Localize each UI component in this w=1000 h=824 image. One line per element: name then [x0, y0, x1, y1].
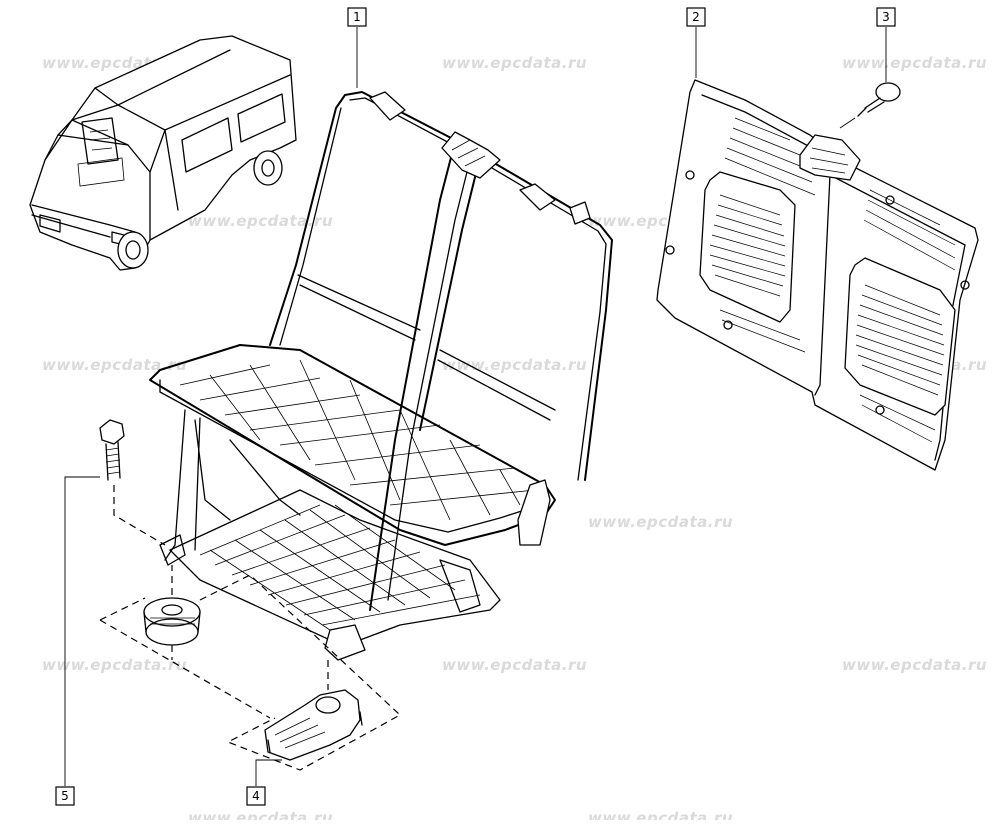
watermark-text: www.epcdata.ru [42, 356, 187, 374]
watermark-text: www.epcdata.ru [442, 656, 587, 674]
callout-number: 4 [252, 789, 260, 803]
watermark-text: www.epcdata.ru [588, 809, 733, 820]
callout-number: 2 [692, 10, 700, 24]
callout-number: 3 [882, 10, 890, 24]
watermark-text: www.epcdata.ru [842, 656, 987, 674]
watermark-text: www.epcdata.ru [588, 513, 733, 531]
watermark-text: www.epcdata.ru [42, 656, 187, 674]
watermark-text: www.epcdata.ru [842, 54, 987, 72]
watermark-text: www.epcdata.ru [442, 356, 587, 374]
seat-bracket [264, 689, 363, 761]
mounting-bolt [99, 419, 166, 546]
rubber-bushing [143, 597, 201, 646]
callout-3: 3 [876, 7, 896, 27]
callout-number: 1 [353, 10, 361, 24]
assembly-guide-lines [99, 565, 402, 771]
watermark-text: www.epcdata.ru [188, 212, 333, 230]
callout-2: 2 [686, 7, 706, 27]
watermark-text: www.epcdata.ru [442, 54, 587, 72]
callout-1: 1 [347, 7, 367, 27]
trim-screw [839, 82, 901, 129]
back-panel [656, 79, 979, 471]
watermark-text: www.epcdata.ru [188, 809, 333, 820]
seat-frame [149, 91, 613, 661]
callout-5: 5 [55, 786, 75, 806]
callout-4: 4 [246, 786, 266, 806]
callout-number: 5 [61, 789, 69, 803]
van-thumbnail [29, 35, 297, 271]
leader-lines [64, 27, 887, 786]
